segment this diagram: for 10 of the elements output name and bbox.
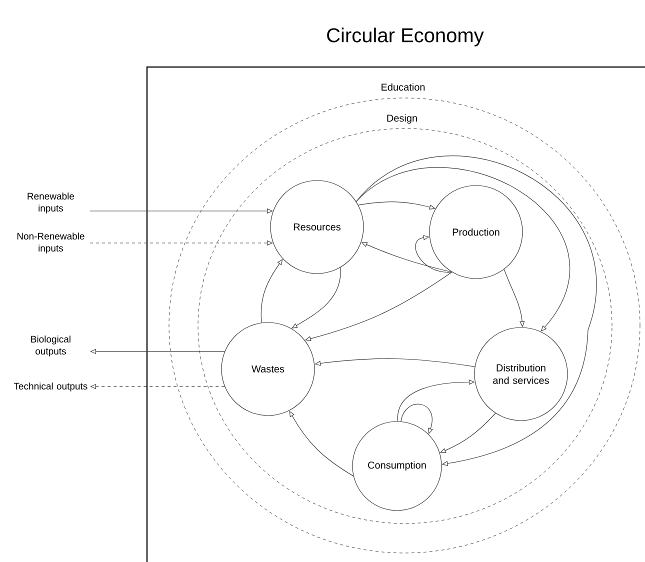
arrow [415,235,452,272]
ring-label: Education [380,82,426,92]
title: Circular Economy [327,28,484,46]
arrow [356,156,596,466]
arrow [358,202,436,210]
output-label: Biological outputs [31,336,70,356]
output-label: Technical outputs [14,382,88,392]
ring-label: Design [385,113,419,125]
input-label: Renewable inputs [28,192,74,214]
input-label: Non-Renewable inputs [17,232,84,254]
